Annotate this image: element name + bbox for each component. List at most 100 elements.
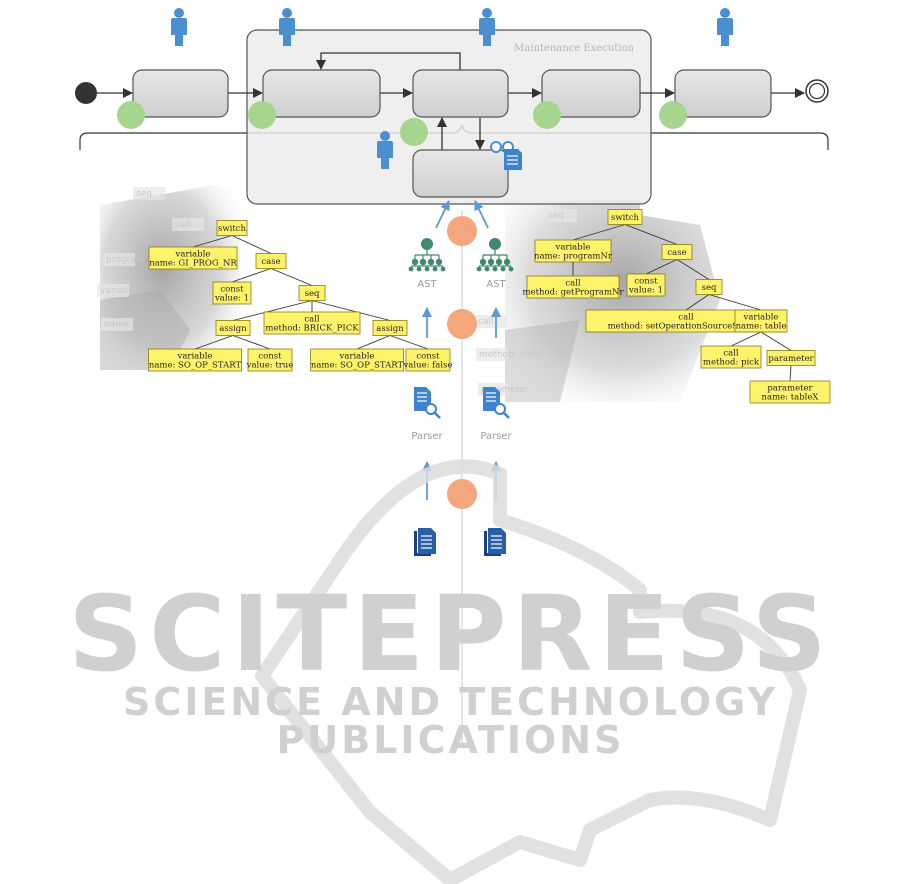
left-ast-edge-assign2-const3	[389, 335, 429, 350]
left-bg-label-2: program	[106, 255, 144, 265]
person-icon	[717, 8, 733, 46]
right-ast-node-switch-line-0: switch	[611, 213, 640, 223]
left-ast-node-switch: switch	[216, 220, 248, 236]
left-bg-label-0: seq	[136, 189, 152, 199]
person-icon	[479, 8, 495, 46]
left-ast-node-const2-line-1: value: true	[246, 361, 294, 371]
task-4[interactable]	[541, 69, 641, 118]
left-ast-node-assign2: assign	[372, 320, 408, 336]
end-event-inner	[808, 82, 826, 100]
parser-icon-left	[414, 387, 441, 419]
left-ast-node-call-line-1: method: BRICK_PICK	[265, 324, 359, 334]
right-ast-node-var1-line-1: name: programNr	[534, 252, 613, 262]
parser-label-right: Parser	[480, 431, 512, 442]
right-ast-node-case-line-0: case	[667, 248, 686, 258]
right-ast-edge-case-seq	[676, 259, 710, 280]
source-document-icon-left	[414, 528, 436, 556]
left-ast-edge-case-seq	[270, 268, 313, 286]
right-bg-label-3: parameter	[481, 385, 529, 395]
left-ast-node-var2-line-0: variable	[177, 352, 213, 362]
task-2[interactable]	[262, 69, 381, 118]
right-ast-node-const1-line-0: const	[634, 277, 658, 287]
orange-marker-3	[447, 479, 477, 509]
left-code-screenshot	[100, 185, 240, 370]
green-event-3[interactable]	[400, 118, 428, 146]
person-icon	[279, 8, 295, 46]
right-ast-node-param2-line-1: name: tableX	[762, 393, 820, 403]
right-ast-node-var2-line-0: variable	[743, 313, 779, 323]
right-ast-node-param1: parameter	[766, 350, 816, 366]
green-event-2[interactable]	[248, 101, 276, 129]
left-ast-node-switch-line-0: switch	[218, 224, 247, 234]
right-ast-node-var2-line-1: name: table	[736, 322, 787, 332]
left-ast-node-const2-line-0: const	[258, 352, 282, 362]
right-ast-edge-switch-var1	[572, 224, 626, 241]
right-ast-node-call1-line-0: call	[565, 279, 581, 289]
source-document-icon-right	[484, 528, 506, 556]
right-ast-edge-var2-call3	[730, 331, 762, 347]
pipeline	[422, 200, 501, 509]
left-ast-node-call-line-0: call	[304, 315, 320, 325]
green-event-4[interactable]	[533, 101, 561, 129]
left-ast-node-var3-line-0: variable	[339, 352, 375, 362]
left-ast-node-assign2-line-0: assign	[376, 324, 404, 334]
ast-tree-icon-right	[476, 238, 514, 272]
ast-tree-icon-left	[408, 238, 446, 272]
watermark-shield	[255, 459, 807, 884]
right-ast-node-param1-line-0: parameter	[768, 354, 814, 364]
left-tree-edges	[192, 235, 429, 350]
left-ast-edge-switch-case	[231, 235, 272, 254]
right-ast-edge-seq-call2	[685, 294, 710, 311]
left-ast-node-const3-line-1: value: false	[403, 361, 453, 371]
left-ast-node-var3-line-1: name: SO_OP_START	[311, 361, 404, 371]
ast-left-to-review-arrow	[435, 200, 450, 229]
task-3[interactable]	[412, 69, 509, 118]
right-ast-node-seq-line-0: seq	[702, 283, 717, 293]
right-bg-label-1: call	[478, 317, 493, 327]
left-ast-node-assign1-line-0: assign	[219, 324, 247, 334]
green-event-5[interactable]	[659, 101, 687, 129]
left-ast-node-const1-line-1: value: 1	[214, 294, 249, 304]
task-1[interactable]	[132, 69, 229, 118]
person-icon	[171, 8, 187, 46]
left-bg-label-3: variable	[100, 286, 137, 296]
left-bg-label-1: call	[175, 220, 190, 230]
right-ast-edge-seq-var2	[708, 294, 762, 311]
left-ast-node-seq: seq	[298, 285, 326, 301]
right-ast-node-param2-line-0: parameter	[767, 384, 813, 394]
orange-marker-1	[447, 216, 477, 246]
left-ast-edge-case-const1	[231, 268, 272, 283]
ast-right-to-review-arrow	[474, 200, 489, 229]
start-event[interactable]	[75, 82, 97, 104]
right-ast-edge-switch-case	[624, 224, 678, 245]
right-bg-label-0: seq	[548, 211, 564, 221]
review-task[interactable]	[412, 149, 509, 198]
left-ast-node-var1-line-0: variable	[175, 250, 211, 260]
right-code-screenshot	[505, 200, 720, 402]
left-ast-edge-switch-var1	[192, 235, 233, 248]
left-ast-edge-assign1-const2	[232, 335, 271, 350]
right-ast-edge-var2-param1	[760, 331, 792, 351]
subprocess-title: Maintenance Execution	[514, 43, 634, 54]
green-event-1[interactable]	[117, 101, 145, 129]
left-ast-edge-seq-assign1	[232, 300, 313, 321]
right-ast-node-call2-line-0: call	[678, 313, 694, 323]
left-ast-node-assign1: assign	[215, 320, 251, 336]
task-5[interactable]	[674, 69, 772, 118]
right-ast-node-case: case	[661, 244, 693, 260]
ast-label-right: AST	[486, 279, 506, 290]
right-ast-edge-param1-param2	[789, 365, 792, 382]
